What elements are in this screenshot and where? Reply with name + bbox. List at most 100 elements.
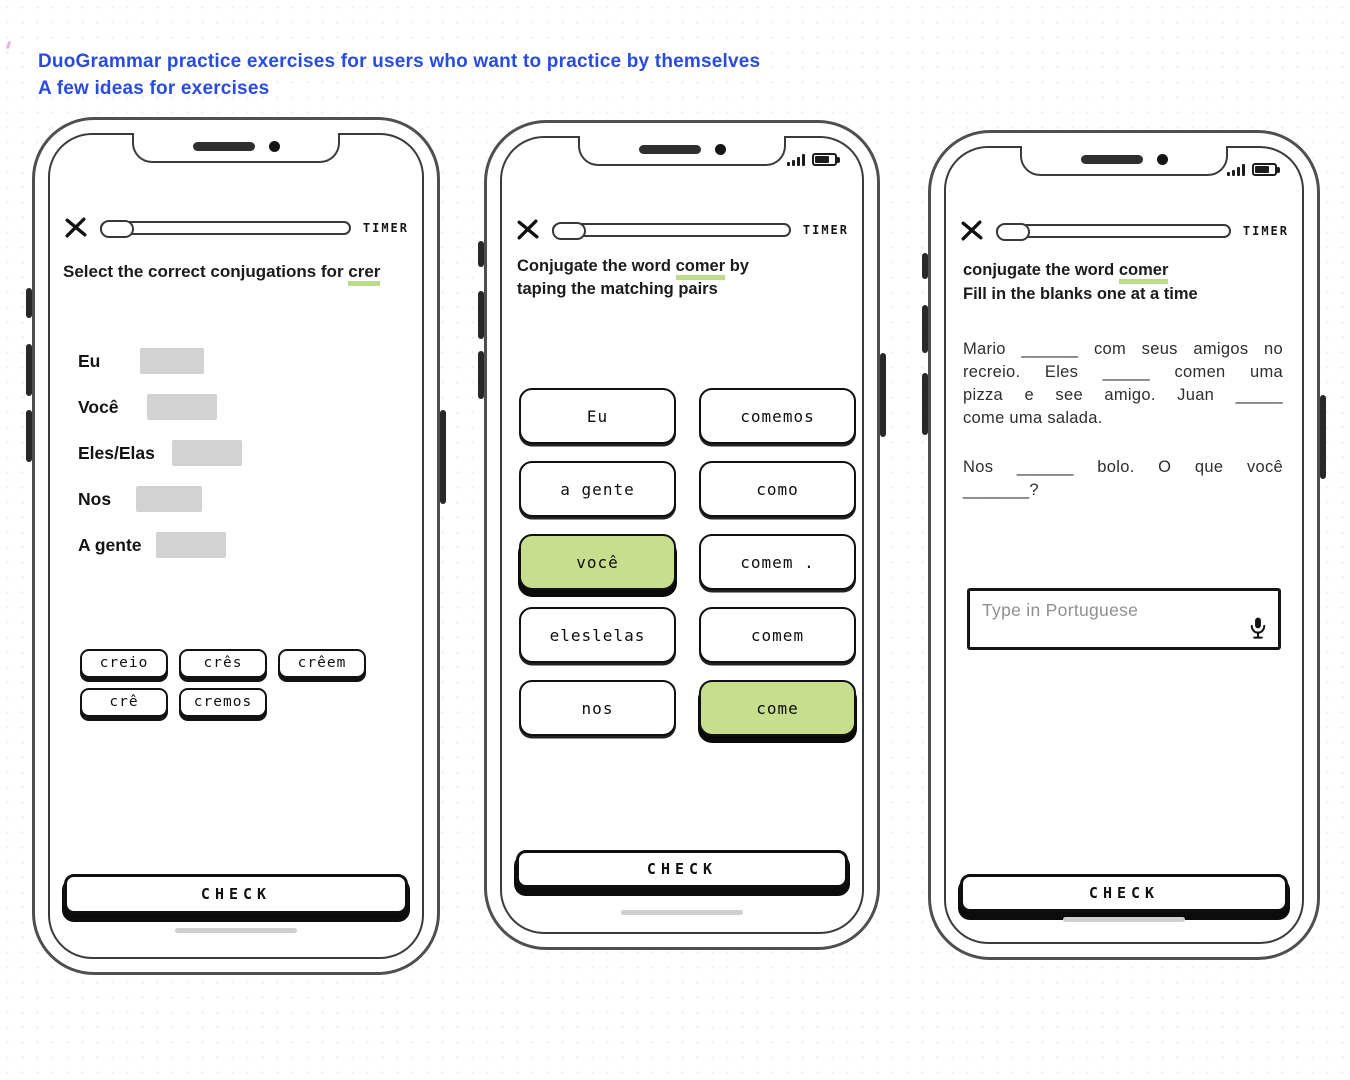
mute-switch <box>478 241 484 267</box>
answer-input[interactable] <box>982 600 1236 621</box>
exercise-prompt: conjugate the word comer Fill in the bla… <box>963 258 1293 306</box>
timer-progress-bar <box>996 222 1231 241</box>
fill-blank-paragraph: Mario ______ com seus amigos no recreio.… <box>963 338 1283 502</box>
prompt-line-2: Fill in the blanks one at a time <box>963 285 1198 303</box>
notch <box>132 132 340 163</box>
signal-icon <box>787 153 805 166</box>
match-right-comemos[interactable]: comemos <box>699 388 856 444</box>
status-icons <box>1227 163 1280 176</box>
paragraph-line: Nos ______ bolo. O que você <box>963 458 1283 476</box>
signal-icon <box>1227 163 1245 176</box>
paragraph-1: Mario ______ com seus amigos no recreio.… <box>963 338 1283 430</box>
pronoun-label: Eles/Elas <box>78 442 155 463</box>
camera-icon <box>714 144 726 155</box>
prompt-keyword: crer <box>348 262 381 286</box>
match-left-a-gente[interactable]: a gente <box>519 461 676 517</box>
paragraph-line: Mario ______ com seus amigos no <box>963 340 1283 358</box>
prompt-text: Select the correct conjugations for <box>63 262 349 281</box>
answer-slot-eles-elas[interactable] <box>171 440 242 466</box>
chip-row-2: crê cremos <box>80 688 366 717</box>
matching-pairs-grid: Eu comemos a gente como você comem . ele… <box>519 388 856 736</box>
chip-cremos[interactable]: cremos <box>179 688 267 717</box>
timer-progress-bar <box>100 219 351 238</box>
conjugation-rows: Eu Você Eles/Elas Nos A gente <box>78 338 388 568</box>
match-left-nos[interactable]: nos <box>519 680 676 736</box>
page-title-line1: DuoGrammar practice exercises for users … <box>38 51 761 72</box>
microphone-icon[interactable] <box>1248 616 1268 640</box>
volume-down-button <box>922 373 928 435</box>
chip-row-1: creio crês crêem <box>80 649 366 678</box>
paragraph-line: _______? <box>963 481 1039 499</box>
answer-input-box[interactable] <box>967 588 1281 650</box>
prompt-text: Conjugate the word <box>517 257 676 275</box>
chip-cre[interactable]: crê <box>80 688 168 717</box>
volume-up-button <box>26 344 32 396</box>
pronoun-label: Você <box>78 396 119 417</box>
battery-icon <box>812 153 840 166</box>
home-indicator <box>175 928 297 933</box>
row-nos: Nos <box>78 476 388 522</box>
answer-slot-a-gente[interactable] <box>155 532 226 558</box>
volume-up-button <box>478 291 484 339</box>
paragraph-2: Nos ______ bolo. O que você _______? <box>963 456 1283 502</box>
prompt-keyword: comer <box>675 257 726 280</box>
notch <box>1020 145 1228 176</box>
exercise-topbar: TIMER <box>959 218 1289 243</box>
row-eu: Eu <box>78 338 388 384</box>
camera-icon <box>268 141 280 152</box>
prompt-text: conjugate the word <box>963 261 1119 279</box>
prompt-line-2: taping the matching pairs <box>517 280 718 298</box>
check-button[interactable]: CHECK <box>516 850 848 888</box>
match-left-voce[interactable]: você <box>519 534 676 590</box>
close-icon[interactable] <box>515 217 540 242</box>
close-icon[interactable] <box>63 215 88 240</box>
prompt-keyword: comer <box>1118 261 1169 284</box>
exercise-topbar: TIMER <box>63 215 409 240</box>
home-indicator <box>621 910 743 915</box>
match-right-como[interactable]: como <box>699 461 856 517</box>
page-title: DuoGrammar practice exercises for users … <box>38 48 760 102</box>
phone-2-screen: TIMER Conjugate the word comer by taping… <box>500 135 864 934</box>
phone-mockup-3: TIMER conjugate the word comer Fill in t… <box>922 130 1326 960</box>
close-icon[interactable] <box>959 218 984 243</box>
phone-mockup-1: TIMER Select the correct conjugations fo… <box>26 117 446 975</box>
prompt-text: by <box>725 257 749 275</box>
mute-switch <box>26 288 32 318</box>
pink-mark <box>5 40 12 50</box>
match-right-come[interactable]: come <box>699 680 856 736</box>
paragraph-line: come uma salada. <box>963 409 1103 427</box>
speaker-icon <box>192 142 255 151</box>
word-bank: creio crês crêem crê cremos <box>80 649 366 727</box>
chip-cres[interactable]: crês <box>179 649 267 678</box>
row-eles-elas: Eles/Elas <box>78 430 388 476</box>
battery-icon <box>1252 163 1280 176</box>
exercise-prompt: Select the correct conjugations for crer <box>63 262 381 286</box>
progress-thumb <box>100 219 134 238</box>
match-left-eles-elas[interactable]: eleslelas <box>519 607 676 663</box>
camera-icon <box>1156 154 1168 165</box>
chip-creem[interactable]: crêem <box>278 649 366 678</box>
answer-slot-eu[interactable] <box>140 348 205 374</box>
prompt-line-1: conjugate the word comer <box>963 258 1293 284</box>
notch <box>578 135 786 166</box>
pronoun-label: A gente <box>78 534 142 555</box>
pronoun-label: Eu <box>78 350 101 371</box>
check-button[interactable]: CHECK <box>64 874 408 914</box>
row-a-gente: A gente <box>78 522 388 568</box>
prompt-line-1: Conjugate the word comer by <box>517 255 857 280</box>
chip-creio[interactable]: creio <box>80 649 168 678</box>
answer-slot-nos[interactable] <box>136 486 203 512</box>
pronoun-label: Nos <box>78 488 112 509</box>
match-right-comem-2[interactable]: comem <box>699 607 856 663</box>
check-button[interactable]: CHECK <box>960 874 1288 912</box>
match-left-eu[interactable]: Eu <box>519 388 676 444</box>
speaker-icon <box>1080 155 1143 164</box>
progress-thumb <box>996 222 1030 241</box>
volume-down-button <box>26 410 32 462</box>
exercise-topbar: TIMER <box>515 217 849 242</box>
timer-label: TIMER <box>802 222 849 237</box>
answer-slot-voce[interactable] <box>146 394 217 420</box>
timer-label: TIMER <box>362 220 409 235</box>
phone-1-screen: TIMER Select the correct conjugations fo… <box>48 132 424 959</box>
match-right-comem-1[interactable]: comem . <box>699 534 856 590</box>
